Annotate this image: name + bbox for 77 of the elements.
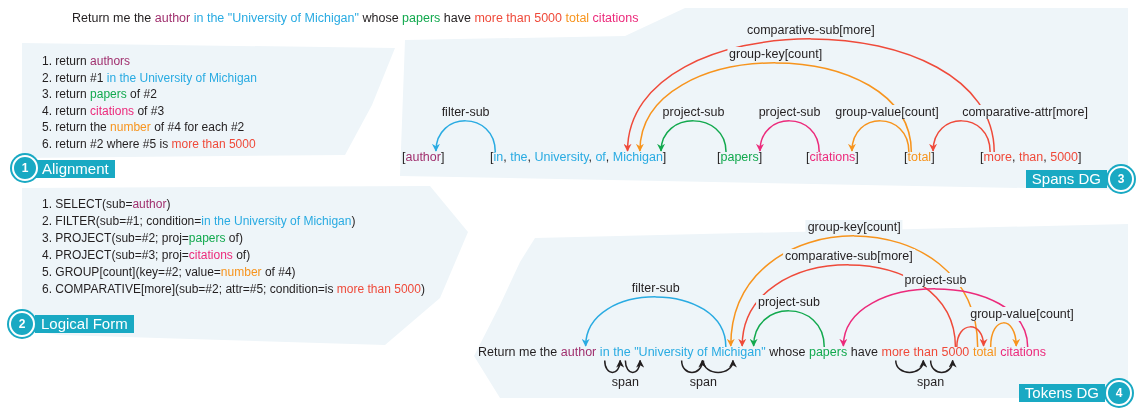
edge-label: group-value[count]	[833, 105, 941, 119]
numbered-step: 1. SELECT(sub=author)	[42, 198, 171, 212]
token-word: than	[913, 345, 938, 360]
edge-label: project-sub	[660, 105, 727, 119]
edge-label: comparative-sub[more]	[744, 23, 877, 37]
dependency-arrow	[625, 38, 995, 153]
dependency-arrow	[432, 120, 497, 153]
panel-title: Spans DG	[1025, 170, 1107, 188]
dependency-arrow	[750, 310, 825, 348]
token-word: "University	[634, 345, 694, 360]
token-word: author	[560, 345, 597, 360]
edge-label: span	[610, 375, 640, 390]
span-node-text: [author]	[402, 150, 445, 165]
numbered-step: 5. GROUP[count](key=#2; value=number of #4)	[42, 266, 296, 280]
step-number-badge: 3	[1108, 166, 1134, 192]
dependency-arrow	[840, 288, 1029, 348]
token-word: citations	[1000, 345, 1047, 360]
edge-label: group-value[count]	[968, 307, 1076, 321]
dependency-arrow	[930, 120, 991, 153]
sentence-words: whose	[769, 345, 806, 360]
edge-label: group-key[count]	[727, 47, 825, 61]
question-sentence: Return me the author in the "University of Michigan" whose papers have more than 5000 total citations	[72, 11, 639, 26]
edge-label: span	[916, 375, 946, 390]
numbered-step: 2. FILTER(sub=#1; condition=in the University of Michigan)	[42, 215, 356, 229]
token-word: in	[599, 345, 610, 360]
sentence-words: Return me the	[478, 345, 558, 360]
numbered-step: 6. COMPARATIVE[more](sub=#2; attr=#5; condition=is more than 5000)	[42, 283, 425, 297]
step-number-badge: 1	[12, 155, 38, 181]
span-node-text: [in, the, University, of, Michigan]	[490, 150, 667, 165]
span-arrow	[702, 359, 736, 374]
dependency-arrow	[583, 296, 727, 348]
edge-label: group-key[count]	[805, 220, 903, 234]
numbered-step: 3. return papers of #2	[42, 88, 157, 102]
span-arrow	[929, 359, 956, 374]
step-number-badge: 2	[9, 311, 35, 337]
edge-label: project-sub	[756, 295, 822, 309]
numbered-step: 4. return citations of #3	[42, 104, 165, 119]
token-word: the	[613, 345, 631, 360]
panel-title: Alignment	[36, 160, 115, 178]
dependency-arrow	[989, 322, 1020, 348]
span-node-text: [total]	[904, 150, 935, 165]
edge-label: project-sub	[902, 273, 969, 287]
numbered-step: 2. return #1 in the University of Michigan	[42, 71, 257, 86]
dependency-arrow	[956, 326, 987, 348]
token-word: of	[697, 345, 708, 360]
dependency-arrow	[658, 120, 727, 153]
span-arrow	[680, 359, 706, 374]
numbered-step: 5. return the number of #4 for each #2	[42, 121, 245, 135]
span-node-text: [citations]	[806, 150, 859, 165]
span-arrow	[604, 359, 624, 374]
dependency-arrow	[848, 120, 910, 153]
dependency-arrow	[739, 264, 957, 348]
token-word: papers	[808, 345, 848, 360]
span-node-text: [more, than, 5000]	[980, 150, 1082, 165]
panel-title: Logical Form	[35, 315, 134, 333]
edge-label: filter-sub	[439, 105, 492, 119]
numbered-step: 3. PROJECT(sub=#2; proj=papers of)	[42, 232, 243, 246]
numbered-step: 4. PROJECT(sub=#3; proj=citations of)	[42, 249, 251, 263]
token-word: Michigan"	[711, 345, 766, 360]
edge-label: comparative-attr[more]	[960, 105, 1090, 119]
step-number-badge: 4	[1106, 380, 1132, 406]
edge-label: project-sub	[756, 105, 823, 119]
edge-label: span	[688, 375, 718, 390]
numbered-step: 6. return #2 where #5 is more than 5000	[42, 137, 256, 152]
dependency-arrow	[727, 235, 979, 348]
dependency-arrow	[756, 120, 820, 153]
token-word: 5000	[941, 345, 970, 360]
edge-label: comparative-sub[more]	[782, 249, 915, 263]
span-arrow	[624, 359, 644, 374]
token-word: more	[881, 345, 910, 360]
edge-label: filter-sub	[629, 281, 682, 295]
dependency-arrow	[637, 62, 913, 153]
panel-title: Tokens DG	[1018, 384, 1105, 402]
numbered-step: 1. return authors	[42, 55, 131, 69]
token-word: total	[972, 345, 997, 360]
sentence-words: have	[850, 345, 878, 360]
span-node-text: [papers]	[717, 150, 763, 165]
